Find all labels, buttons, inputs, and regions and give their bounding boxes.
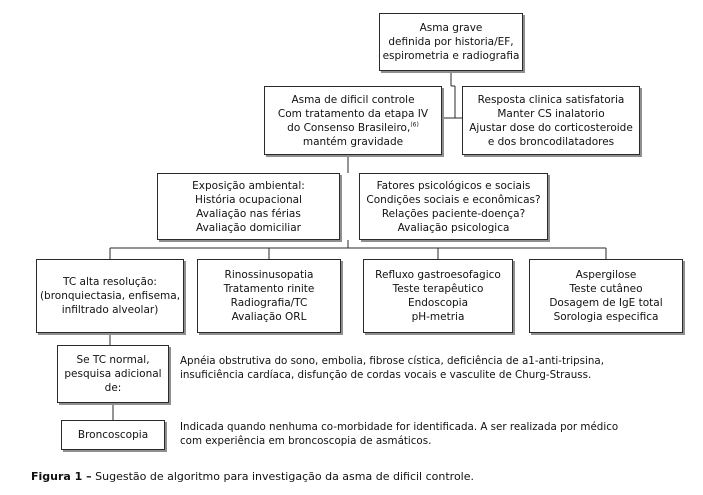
asma-dificil-line-4: mantém gravidade <box>302 135 404 148</box>
refluxo-line-2: Teste terapêutico <box>392 283 484 295</box>
resposta-line-1: Resposta clinica satisfatoria <box>477 93 625 106</box>
fatores-line-3: Relações paciente-doença? <box>381 207 526 220</box>
rinossinusopatia-line-2: Tratamento rinite <box>223 283 315 295</box>
resposta-line-2: Manter CS inalatorio <box>497 107 605 120</box>
rinossinusopatia-line-4: Avaliação ORL <box>231 311 307 323</box>
exposicao-ambiental-box: Exposição ambiental: História ocupaciona… <box>157 173 340 240</box>
tc-normal-line-1: Se TC normal, <box>76 354 150 366</box>
refluxo-line-3: Endoscopia <box>407 297 469 309</box>
rinossinusopatia-line-1: Rinossinusopatia <box>224 269 314 281</box>
asma-grave-line-1: Asma grave <box>419 22 483 34</box>
pesquisa-note-line-1: Apnéia obstrutiva do sono, embolia, fibr… <box>180 355 605 367</box>
exposicao-line-3: Avaliação nas férias <box>196 207 301 220</box>
pesquisa-note-line-2: insuficiência cardíaca, disfunção de cor… <box>180 369 592 381</box>
asma-dificil-line-2: Com tratamento da etapa IV <box>277 107 429 120</box>
tc-normal-line-3: de: <box>104 382 122 394</box>
exposicao-line-1: Exposição ambiental: <box>192 179 305 192</box>
aspergilose-line-3: Dosagem de IgE total <box>549 297 663 309</box>
resposta-line-4: e dos broncodilatadores <box>487 135 615 148</box>
asma-grave-box: Asma grave definida por historia/EF, esp… <box>379 13 523 71</box>
aspergilose-line-2: Teste cutâneo <box>569 283 643 295</box>
asma-grave-line-2: definida por historia/EF, <box>388 36 514 48</box>
broncoscopia-note-line-2: com experiência em broncoscopia de asmát… <box>180 435 432 447</box>
fatores-line-4: Avaliação psicologica <box>397 221 510 234</box>
resposta-line-3: Ajustar dose do corticosteroide <box>469 121 633 134</box>
refluxo-line-1: Refluxo gastroesofagico <box>375 269 501 281</box>
tc-line-2: (bronquiectasia, enfisema, <box>39 290 181 302</box>
asma-grave-line-3: espirometria e radiografia <box>382 50 520 62</box>
rinossinusopatia-line-3: Radiografia/TC <box>230 297 308 309</box>
fatores-psicologicos-box: Fatores psicológicos e sociais Condições… <box>359 173 548 240</box>
tc-normal-line-2: pesquisa adicional <box>64 368 162 380</box>
fatores-line-2: Condições sociais e econômicas? <box>366 193 541 206</box>
tc-line-3: infiltrado alveolar) <box>61 304 159 316</box>
tc-alta-resolucao-box: TC alta resolução: (bronquiectasia, enfi… <box>36 259 184 333</box>
resposta-clinica-box: Resposta clinica satisfatoria Manter CS … <box>462 86 640 155</box>
reference-marker: (6) <box>410 121 419 128</box>
aspergilose-box: Aspergilose Teste cutâneo Dosagem de IgE… <box>529 259 683 333</box>
figure-caption-text: Sugestão de algoritmo para investigação … <box>91 470 474 483</box>
fatores-line-1: Fatores psicológicos e sociais <box>376 179 531 192</box>
exposicao-line-4: Avaliação domiciliar <box>196 221 301 234</box>
exposicao-line-2: História ocupacional <box>195 193 302 206</box>
broncoscopia-box: Broncoscopia <box>61 420 165 450</box>
pesquisa-adicional-note: Apnéia obstrutiva do sono, embolia, fibr… <box>180 354 604 382</box>
asma-dificil-line-3-text: do Consenso Brasileiro, <box>287 121 411 134</box>
broncoscopia-note: Indicada quando nenhuma co-morbidade for… <box>180 420 618 448</box>
aspergilose-line-1: Aspergilose <box>575 269 637 281</box>
tc-normal-box: Se TC normal, pesquisa adicional de: <box>57 345 169 403</box>
asma-dificil-line-1: Asma de dificil controle <box>291 93 415 106</box>
asma-dificil-line-3: do Consenso Brasileiro,(6) <box>287 121 419 135</box>
figure-caption-label: Figura 1 – <box>31 470 92 483</box>
broncoscopia-note-line-1: Indicada quando nenhuma co-morbidade for… <box>180 421 619 433</box>
broncoscopia-label: Broncoscopia <box>77 429 149 441</box>
refluxo-box: Refluxo gastroesofagico Teste terapêutic… <box>363 259 513 333</box>
rinossinusopatia-box: Rinossinusopatia Tratamento rinite Radio… <box>197 259 341 333</box>
asma-dificil-controle-box: Asma de dificil controle Com tratamento … <box>264 86 442 155</box>
refluxo-line-4: pH-metria <box>411 311 465 323</box>
tc-line-1: TC alta resolução: <box>63 276 157 288</box>
figure-caption: Figura 1 – Sugestão de algoritmo para in… <box>31 470 474 483</box>
aspergilose-line-4: Sorologia especifica <box>553 311 659 323</box>
